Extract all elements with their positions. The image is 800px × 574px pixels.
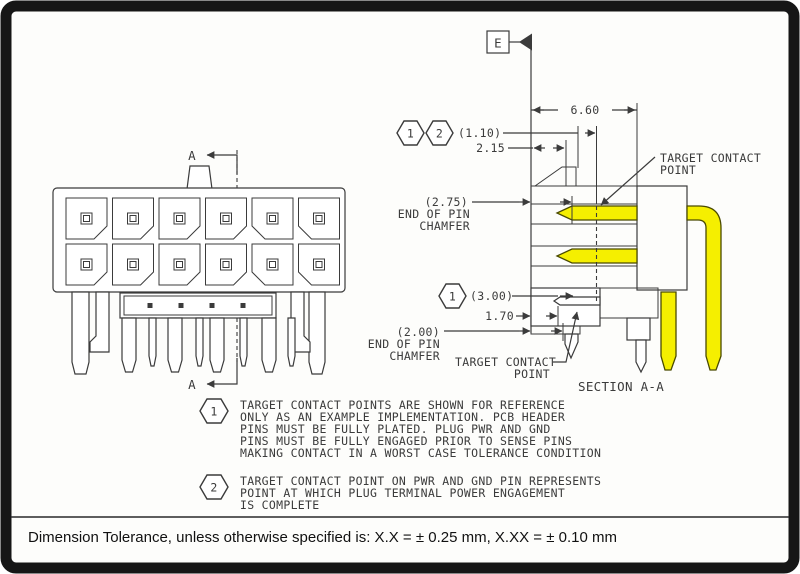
cavity-pins xyxy=(80,212,325,271)
note-flag-1-icon xyxy=(396,120,425,146)
section-arrow-bottom xyxy=(206,358,238,388)
note-2-line: IS COMPLETE xyxy=(240,498,319,512)
sense-cavity xyxy=(530,287,601,327)
datum-flag-label: E xyxy=(494,36,502,51)
cavity-row-1 xyxy=(65,197,340,240)
svg-text:1: 1 xyxy=(449,290,456,304)
svg-text:(2.00): (2.00) xyxy=(397,325,440,339)
housing-section xyxy=(530,166,688,341)
note-flag-2-icon xyxy=(425,120,454,146)
dim-1-70: 1.70 xyxy=(485,306,559,326)
svg-text:(3.00): (3.00) xyxy=(470,289,513,303)
svg-text:END OF PIN: END OF PIN xyxy=(368,337,440,351)
dim-2-15: 2.15 xyxy=(476,140,567,186)
polarization-tab xyxy=(186,165,213,190)
sense-pin xyxy=(552,296,601,306)
note-1-line: ONLY AS AN EXAMPLE IMPLEMENTATION. PCB H… xyxy=(240,410,565,424)
section-view: E 6.60 1 2 (1.10) 2.15 xyxy=(368,30,761,394)
mount-peg-left xyxy=(71,291,90,375)
target-contact-top: TARGET CONTACT POINT xyxy=(600,151,761,206)
note-1-line: TARGET CONTACT POINTS ARE SHOWN FOR REFE… xyxy=(240,398,565,412)
note-1-line: PINS MUST BE FULLY PLATED. PLUG PWR AND … xyxy=(240,422,551,436)
base-strip xyxy=(119,292,277,319)
note-1-flag-icon xyxy=(199,398,229,424)
dim-2-00: (2.00) END OF PIN CHAMFER xyxy=(368,323,564,363)
dim-6-60: 6.60 xyxy=(531,103,638,186)
note-2-line: TARGET CONTACT POINT ON PWR AND GND PIN … xyxy=(240,474,601,488)
datum-flag-arrow xyxy=(519,33,532,51)
svg-text:1.70: 1.70 xyxy=(485,309,514,323)
svg-text:TARGET CONTACT: TARGET CONTACT xyxy=(660,151,761,165)
svg-text:POINT: POINT xyxy=(660,163,696,177)
note-2-line: POINT AT WHICH PLUG TERMINAL POWER ENGAG… xyxy=(240,486,565,500)
section-arrow-top xyxy=(206,151,238,174)
gnd-pin-leg xyxy=(660,291,677,371)
svg-text:END OF PIN: END OF PIN xyxy=(398,207,470,221)
svg-text:2: 2 xyxy=(436,127,443,141)
notes-block: 1 TARGET CONTACT POINTS ARE SHOWN FOR RE… xyxy=(199,398,601,512)
section-title: SECTION A-A xyxy=(578,379,664,394)
cavity-row-2 xyxy=(65,243,340,286)
svg-text:(2.75): (2.75) xyxy=(425,195,468,209)
note-2-flag-icon xyxy=(199,474,229,500)
svg-text:POINT: POINT xyxy=(514,367,550,381)
pin-boss xyxy=(626,317,651,341)
svg-text:(1.10): (1.10) xyxy=(458,126,501,140)
svg-text:CHAMFER: CHAMFER xyxy=(389,349,440,363)
section-arrow-label-bottom: A xyxy=(188,377,196,392)
front-view-pins xyxy=(71,291,326,375)
dim-1-10: 1 2 (1.10) xyxy=(396,120,597,204)
svg-text:1: 1 xyxy=(407,127,414,141)
svg-text:2: 2 xyxy=(210,481,217,495)
dim-2-75: (2.75) END OF PIN CHAMFER xyxy=(398,195,573,233)
mount-peg-right xyxy=(308,291,326,375)
sense-pin-leg xyxy=(635,339,647,374)
tolerance-note: Dimension Tolerance, unless otherwise sp… xyxy=(28,529,617,546)
target-contact-bottom: TARGET CONTACT POINT xyxy=(455,311,580,381)
svg-text:6.60: 6.60 xyxy=(571,103,600,117)
section-arrow-label-top: A xyxy=(188,148,196,163)
housing-body xyxy=(52,187,346,293)
note-1-line: MAKING CONTACT IN A WORST CASE TOLERANCE… xyxy=(240,446,601,460)
dim-3-00: 1 (3.00) xyxy=(438,283,574,309)
pcb-block xyxy=(636,185,688,291)
svg-text:CHAMFER: CHAMFER xyxy=(419,219,470,233)
svg-text:1: 1 xyxy=(210,405,217,419)
note-flag-1-icon-2 xyxy=(438,283,467,309)
svg-text:TARGET CONTACT: TARGET CONTACT xyxy=(455,355,556,369)
pwr-pin-bent-leg xyxy=(686,205,722,371)
footer: Dimension Tolerance, unless otherwise sp… xyxy=(11,516,789,546)
connector-front-view: A A xyxy=(52,148,346,392)
note-1-line: PINS MUST BE FULLY ENGAGED PRIOR TO SENS… xyxy=(240,434,572,448)
svg-text:2.15: 2.15 xyxy=(476,141,505,155)
sense-pin-tip xyxy=(564,333,579,360)
latch-hook-left xyxy=(89,291,110,353)
